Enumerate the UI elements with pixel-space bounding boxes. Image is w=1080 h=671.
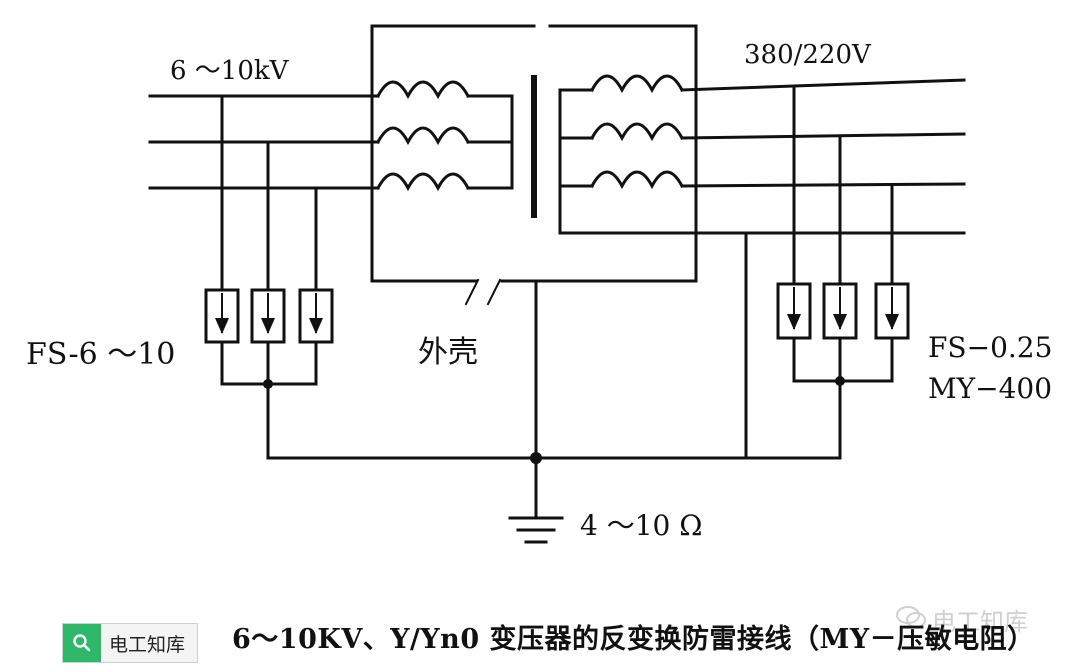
badge-label: 电工知库 [109, 633, 186, 656]
hv-voltage-label: 6 ～10kV [170, 56, 289, 86]
hv-arresters [204, 288, 334, 344]
lv-voltage-label: 380/220V [744, 40, 871, 70]
hv-bus-lines [148, 94, 380, 190]
hv-arrester-drops [220, 94, 318, 460]
varistor-label: MY−400 [928, 372, 1053, 405]
shell-label: 外壳 [418, 335, 478, 370]
arrester-arrows [215, 314, 899, 334]
wechat-icon [896, 605, 926, 635]
lv-arresters [776, 282, 910, 340]
ground-resistance-label: 4 ～10 Ω [580, 509, 703, 542]
lv-bus-lines [680, 78, 966, 188]
lv-windings [558, 74, 966, 235]
hv-windings [375, 80, 514, 192]
lv-arrester-drops [744, 86, 894, 460]
source-badge[interactable]: 电工知库 [62, 623, 198, 663]
watermark-text: 电工知库 [932, 608, 1028, 636]
hv-arrester-label: FS-6 ～10 [26, 337, 176, 372]
watermark: 电工知库 [896, 602, 1028, 637]
search-icon [63, 624, 101, 662]
transformer-shell [370, 24, 698, 306]
lv-arrester-label: FS−0.25 [928, 331, 1053, 364]
figure-caption: 6～10KV、Y/Yn0 变压器的反变换防雷接线（MY－压敏电阻） [232, 624, 1035, 655]
grounding-bus [266, 279, 842, 520]
ground-symbol [508, 516, 564, 544]
junction-dots [263, 376, 845, 464]
